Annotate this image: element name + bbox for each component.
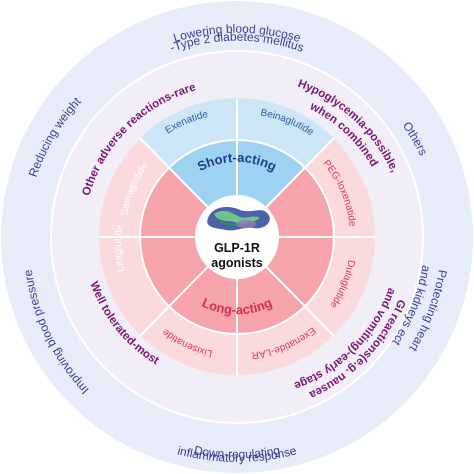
center-subtitle: agonists (211, 256, 262, 270)
center-title: GLP-1R (214, 241, 260, 255)
protein-icon (207, 207, 270, 231)
svg-text:Down-regulating: Down-regulating (193, 443, 281, 461)
benefit-inflammatory-line1: Down-regulating (193, 443, 281, 461)
ring-divider (50, 50, 424, 424)
long-acting-label: Long-acting (200, 295, 274, 318)
svg-text:Long-acting: Long-acting (200, 295, 274, 318)
